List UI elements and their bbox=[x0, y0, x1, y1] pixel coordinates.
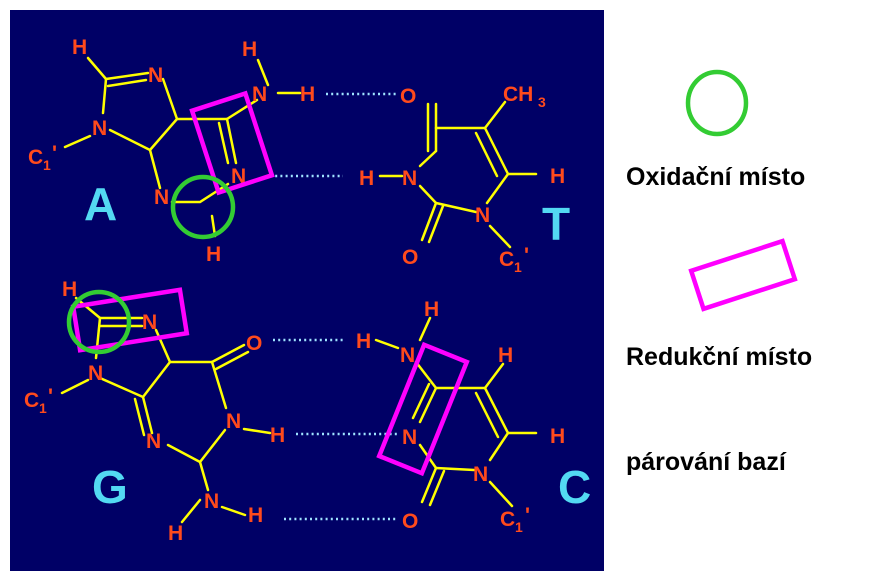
atom-h: H bbox=[356, 330, 371, 353]
atom-h: H bbox=[168, 522, 183, 545]
atom-n: N bbox=[148, 64, 163, 87]
atom-ch3: CH bbox=[503, 83, 533, 106]
atom-h: H bbox=[206, 243, 221, 266]
reduction-marker bbox=[189, 90, 275, 196]
atom-c: C bbox=[24, 389, 39, 412]
base-letter-c: C bbox=[558, 461, 591, 513]
guanine-atoms: H N N C 1 ' O N H N N H H G bbox=[24, 278, 285, 545]
thymine-atoms: O CH 3 H N H N O C 1 ' T bbox=[359, 83, 570, 275]
base-letter-a: A bbox=[84, 178, 117, 230]
atom-subscript: 1 bbox=[514, 259, 522, 275]
atom-n: N bbox=[146, 430, 161, 453]
legend-oxidation-label: Oxidační místo bbox=[626, 163, 805, 191]
atom-n: N bbox=[402, 167, 417, 190]
legend-reduction-icon bbox=[688, 238, 798, 312]
atom-o: O bbox=[402, 246, 418, 269]
atom-subscript: 1 bbox=[39, 400, 47, 416]
atom-h: H bbox=[550, 425, 565, 448]
legend: Oxidační místo Redukční místo párování b… bbox=[626, 69, 812, 476]
atom-prime: ' bbox=[48, 385, 53, 408]
atom-n: N bbox=[402, 426, 417, 449]
reduction-marker bbox=[376, 341, 470, 477]
base-letter-t: T bbox=[542, 198, 570, 250]
oxidation-marker bbox=[170, 174, 236, 240]
atom-n: N bbox=[154, 186, 169, 209]
atom-prime: ' bbox=[525, 504, 530, 527]
legend-pairing-label: párování bazí bbox=[626, 448, 787, 476]
legend-reduction-label: Redukční místo bbox=[626, 343, 812, 371]
atom-h: H bbox=[550, 165, 565, 188]
atom-n: N bbox=[400, 344, 415, 367]
adenine-atoms: H N N C 1 ' H N H N N H A bbox=[28, 36, 315, 266]
reduction-marker bbox=[70, 287, 190, 353]
atom-h: H bbox=[300, 83, 315, 106]
atom-subscript: 1 bbox=[515, 519, 523, 535]
atom-n: N bbox=[231, 165, 246, 188]
atom-h: H bbox=[242, 38, 257, 61]
atom-subscript: 1 bbox=[43, 157, 51, 173]
atom-n: N bbox=[475, 204, 490, 227]
atom-n: N bbox=[88, 362, 103, 385]
atom-o: O bbox=[402, 510, 418, 533]
adenine-bonds bbox=[63, 56, 302, 238]
atom-h: H bbox=[248, 504, 263, 527]
cytosine-atoms: H H N H N H N O C 1 ' C bbox=[356, 298, 591, 535]
atom-c: C bbox=[500, 508, 515, 531]
atom-n: N bbox=[142, 311, 157, 334]
oxidation-marker bbox=[66, 289, 132, 355]
atom-n: N bbox=[252, 83, 267, 106]
atom-o: O bbox=[400, 85, 416, 108]
atom-c: C bbox=[28, 146, 43, 169]
atom-h: H bbox=[62, 278, 77, 301]
atom-h: H bbox=[498, 344, 513, 367]
atom-prime: ' bbox=[524, 244, 529, 267]
legend-oxidation-icon bbox=[685, 69, 749, 137]
guanine-bonds bbox=[60, 296, 272, 524]
thymine-bonds bbox=[378, 100, 538, 249]
base-letter-g: G bbox=[92, 461, 128, 513]
atom-n: N bbox=[92, 117, 107, 140]
atom-h: H bbox=[72, 36, 87, 59]
atom-c: C bbox=[499, 248, 514, 271]
atom-n: N bbox=[204, 490, 219, 513]
adenine-thymine-pair: H N N C 1 ' H N H N N H A bbox=[28, 36, 570, 275]
atom-h: H bbox=[359, 167, 374, 190]
atom-subscript: 3 bbox=[538, 94, 546, 110]
atom-n: N bbox=[226, 410, 241, 433]
atom-h: H bbox=[270, 424, 285, 447]
atom-o: O bbox=[246, 332, 262, 355]
atom-n: N bbox=[473, 463, 488, 486]
atom-h: H bbox=[424, 298, 439, 321]
guanine-cytosine-pair: H N N C 1 ' O N H N N H H G bbox=[24, 278, 591, 545]
atom-prime: ' bbox=[52, 142, 57, 165]
